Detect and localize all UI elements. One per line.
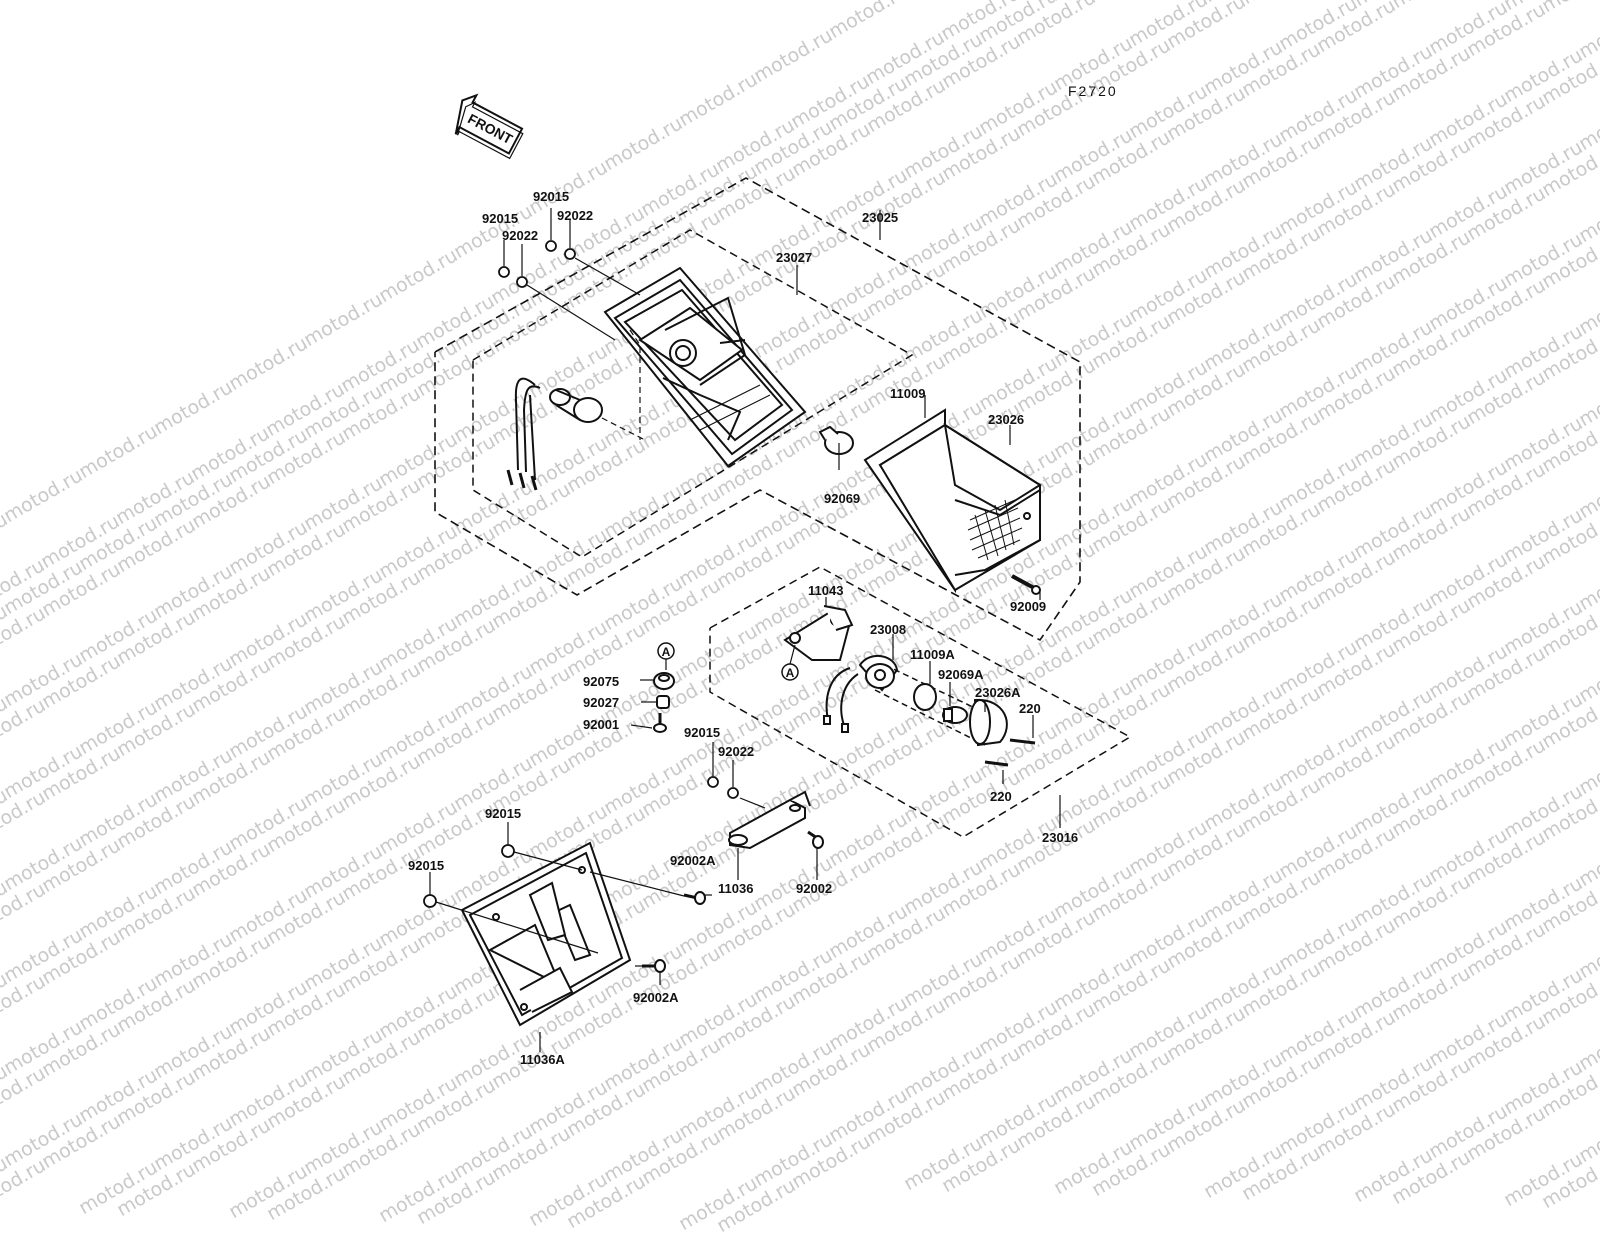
part-label: 220	[990, 789, 1012, 804]
part-label: 92015	[482, 211, 518, 226]
part-label: 11009	[890, 386, 925, 401]
part-label: 92022	[718, 744, 754, 759]
guide-line	[629, 329, 641, 440]
leader-lines	[429, 822, 685, 1052]
guide-line	[601, 417, 646, 441]
part-label: 11036	[718, 881, 753, 896]
license-light-bracket	[783, 605, 854, 661]
part-label: 92002	[796, 881, 832, 896]
part-label: 11009A	[910, 647, 955, 662]
part-label: 92002A	[633, 990, 679, 1005]
assembly-frame-23027	[472, 229, 914, 558]
leader-lines	[503, 208, 881, 341]
leader-lines	[700, 742, 818, 896]
collar-icon	[656, 695, 670, 709]
part-label: 92022	[502, 228, 538, 243]
screw-icon	[984, 738, 1036, 767]
license-light-socket	[823, 655, 899, 733]
license-bracket	[728, 790, 811, 850]
part-label: 92075	[583, 674, 619, 689]
part-label: 92015	[533, 189, 569, 204]
nut-icon	[423, 844, 515, 908]
leader-lines	[630, 679, 656, 729]
part-label: 23027	[776, 250, 812, 265]
bulb-icon	[818, 425, 854, 470]
taillight-housing	[603, 266, 807, 468]
part-label: 11036A	[520, 1052, 565, 1067]
part-label: 92001	[583, 717, 619, 732]
part-label: 92002A	[670, 853, 716, 868]
bolt-icon	[642, 891, 706, 973]
part-label: 11043	[808, 583, 843, 598]
part-label: 92009	[1010, 599, 1046, 614]
license-plate-holder	[460, 841, 632, 1027]
nut-icon	[707, 776, 739, 799]
part-label: 220	[1019, 701, 1041, 716]
reference-marker-a: A	[781, 644, 799, 681]
svg-text:A: A	[662, 645, 671, 659]
lens-ring-icon	[913, 683, 937, 711]
assembly-frame-23025	[434, 177, 1081, 642]
part-label: 23025	[862, 210, 898, 225]
socket-hole-icon	[669, 339, 697, 367]
bulb-small-icon	[942, 706, 968, 724]
part-label: 92022	[557, 208, 593, 223]
license-light-body	[874, 664, 1001, 746]
part-labels: 23025 23027 92015 92022 92015 92022 1100…	[408, 189, 1078, 1067]
nut-icon	[498, 240, 576, 288]
grommet-icon	[653, 672, 675, 690]
part-label: 92069A	[938, 667, 984, 682]
leader-lines	[825, 597, 1061, 828]
bolt-icon	[807, 830, 824, 849]
license-lens-cap	[969, 698, 1008, 747]
front-arrow: FRONT	[454, 93, 524, 160]
svg-text:A: A	[786, 666, 795, 680]
bolt-icon	[653, 713, 667, 733]
part-label: 92015	[408, 858, 444, 873]
part-label: 23008	[870, 622, 906, 637]
diagram-code: F2720	[1068, 83, 1118, 99]
part-label: 23026	[988, 412, 1024, 427]
part-label: 92069	[824, 491, 860, 506]
assembly-frame-23016	[709, 566, 1132, 838]
part-label: 92015	[684, 725, 720, 740]
part-label: 23016	[1042, 830, 1078, 845]
taillight-lens	[863, 408, 1042, 594]
parts-diagram: F2720 FRONT	[408, 83, 1132, 1067]
part-label: 92015	[485, 806, 521, 821]
part-label: 92027	[583, 695, 619, 710]
reference-marker-a: A	[657, 642, 675, 670]
screw-icon	[1011, 574, 1041, 600]
part-label: 23026A	[975, 685, 1021, 700]
socket-wire-harness	[506, 377, 603, 491]
